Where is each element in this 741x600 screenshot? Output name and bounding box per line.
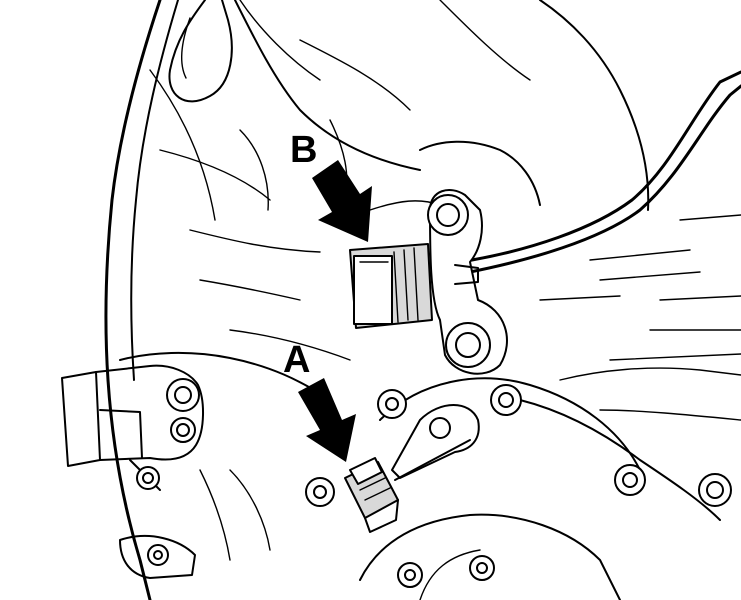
- sensor-b-bracket: [427, 189, 508, 375]
- housing-outline: [104, 0, 421, 600]
- sensor-a-connector: [344, 457, 399, 533]
- callout-label-b: B: [290, 129, 317, 171]
- arrow-a: [298, 378, 356, 462]
- upper-housing: [369, 0, 741, 361]
- left-bracket: [61, 364, 271, 579]
- callout-label-a: A: [283, 339, 310, 381]
- sensor-cable: [468, 70, 741, 274]
- sensor-b-connector: [349, 243, 433, 329]
- arrow-b: [312, 160, 372, 242]
- lower-flange: [305, 367, 741, 600]
- sensor-a-bracket: [391, 404, 480, 481]
